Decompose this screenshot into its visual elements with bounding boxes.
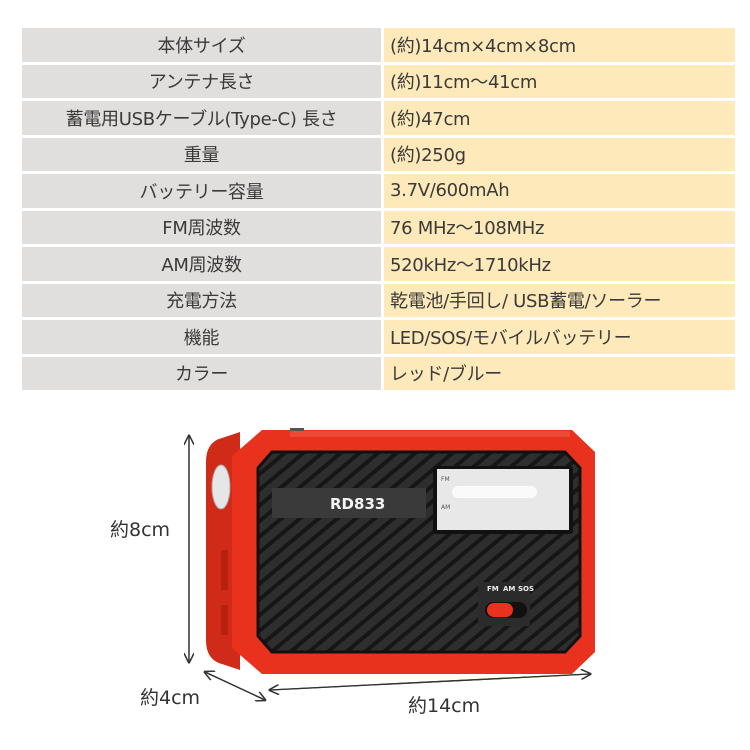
spec-table: 本体サイズ(約)14cm×4cm×8cm アンテナ長さ(約)11cm～41cm … <box>22 28 735 393</box>
spec-value: (約)14cm×4cm×8cm <box>384 28 735 62</box>
switch-label-sos: SOS <box>518 585 534 593</box>
spec-value: (約)250g <box>384 137 735 171</box>
spec-label: 充電方法 <box>22 283 381 317</box>
dial-fm-label: FM <box>441 476 450 483</box>
dial-am-label: AM <box>441 504 450 511</box>
dial-window <box>437 469 569 530</box>
radio: RD833 FM AM FM AM SOS <box>206 428 595 674</box>
spec-label: FM周波数 <box>22 210 381 244</box>
usb-port <box>221 550 228 590</box>
depth-arrow-end <box>204 671 265 700</box>
spec-row: 重量(約)250g <box>22 137 735 171</box>
spec-label: 本体サイズ <box>22 28 381 62</box>
spec-value: (約)11cm～41cm <box>384 64 735 98</box>
spec-value: 乾電池/手回し/ USB蓄電/ソーラー <box>384 283 735 317</box>
spec-label: バッテリー容量 <box>22 174 381 208</box>
spec-value: 3.7V/600mAh <box>384 174 735 208</box>
spec-row: カラーレッド/ブルー <box>22 356 735 390</box>
spec-row: 本体サイズ(約)14cm×4cm×8cm <box>22 28 735 62</box>
switch-label-fm: FM <box>487 585 499 593</box>
width-arrow-end <box>269 674 590 691</box>
mode-switch-knob[interactable] <box>487 603 513 617</box>
depth-label: 約4cm <box>140 687 201 709</box>
dial-pointer-track <box>452 486 537 498</box>
spec-row: 蓄電用USBケーブル(Type-C) 長さ(約)47cm <box>22 101 735 135</box>
spec-value: 520kHz～1710kHz <box>384 247 735 281</box>
antenna-tip <box>290 428 304 431</box>
spec-row: 充電方法乾電池/手回し/ USB蓄電/ソーラー <box>22 283 735 317</box>
spec-value: レッド/ブルー <box>384 356 735 390</box>
body-highlight <box>290 431 570 437</box>
spec-label: 蓄電用USBケーブル(Type-C) 長さ <box>22 101 381 135</box>
switch-label-am: AM <box>503 585 515 593</box>
spec-value: 76 MHz～108MHz <box>384 210 735 244</box>
model-label: RD833 <box>330 495 385 513</box>
spec-label: 機能 <box>22 320 381 354</box>
spec-label: AM周波数 <box>22 247 381 281</box>
spec-label: 重量 <box>22 137 381 171</box>
spec-label: アンテナ長さ <box>22 64 381 98</box>
spec-label: カラー <box>22 356 381 390</box>
spec-value: LED/SOS/モバイルバッテリー <box>384 320 735 354</box>
spec-row: アンテナ長さ(約)11cm～41cm <box>22 64 735 98</box>
model-band <box>272 488 426 518</box>
width-label: 約14cm <box>408 695 481 717</box>
flashlight-icon <box>211 464 231 510</box>
height-label: 約8cm <box>110 519 171 541</box>
type-c-port <box>221 605 228 635</box>
spec-value: (約)47cm <box>384 101 735 135</box>
